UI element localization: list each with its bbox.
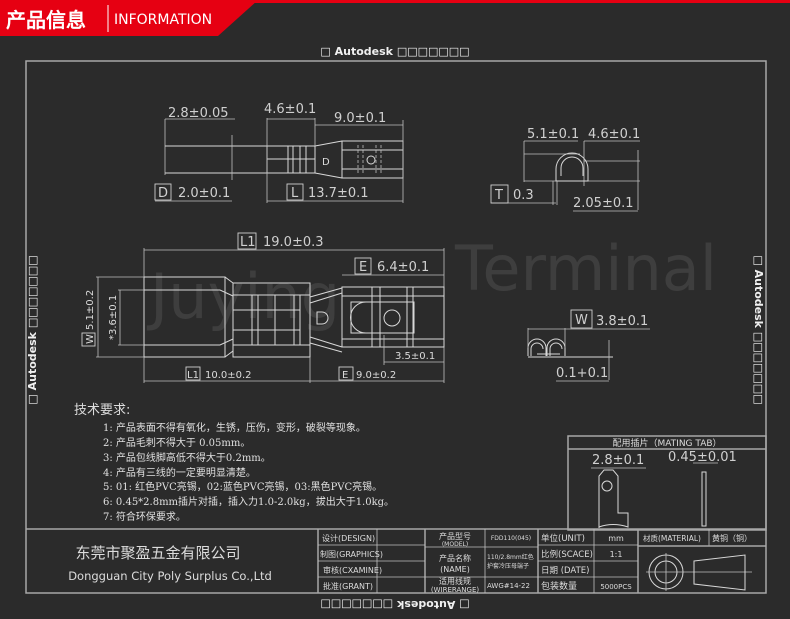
l1-label: L1	[240, 235, 256, 250]
mating-tab-title: 配用插片（MATING TAB）	[612, 437, 721, 449]
d-label-box	[154, 183, 172, 201]
header-banner	[0, 0, 258, 36]
wire-label: 适用线规	[439, 576, 471, 586]
date-label: 日期 (DATE)	[541, 566, 589, 576]
dim-l-value: 13.7±0.1	[308, 186, 369, 201]
top-view	[155, 118, 404, 203]
dim-end-width: 5.1±0.1	[527, 127, 579, 142]
dim-e-value: 6.4±0.1	[377, 260, 429, 275]
mating-tab-thickness: 0.45±0.01	[668, 450, 737, 465]
autodesk-stamp-left: □ Autodesk □□□□□□□	[26, 255, 39, 404]
dim-clearance: 0.1+0.1	[556, 366, 608, 381]
examine-label: 审核(CXAMINE)	[323, 565, 382, 575]
t-label: T	[494, 188, 503, 203]
requirement-item: 1: 产品表面不得有氧化，生锈，压伤，变形，破裂等现象。	[103, 421, 366, 434]
dim-gap: 2.05±0.1	[573, 196, 634, 211]
dim-thickness: 0.3	[513, 188, 534, 203]
side-view	[96, 248, 445, 383]
drawing-frame	[25, 60, 767, 594]
title-block	[26, 528, 766, 593]
requirements-list: 1: 产品表面不得有氧化，生锈，压伤，变形，破裂等现象。 2: 产品毛刺不得大于…	[103, 421, 394, 523]
watermark: Juying Terminal	[146, 232, 717, 333]
grant-label: 批准(GRANT)	[323, 581, 373, 591]
header-title-cn: 产品信息	[6, 8, 86, 32]
header-accent-line	[0, 0, 790, 3]
requirement-item: 5: 01: 红色PVC亮锡，02:蓝色PVC亮锡，03:黑色PVC亮锡。	[103, 480, 382, 493]
e2-label-box	[338, 366, 354, 381]
company-name-en: Dongguan City Poly Surplus Co.,Ltd	[68, 569, 272, 583]
w2-label: W	[575, 313, 588, 328]
t-label-box	[490, 184, 509, 204]
material-value: 黄铜（铜）	[712, 533, 752, 543]
wire-label-en: (WIRERANGE)	[431, 586, 479, 594]
scale-value: 1:1	[610, 550, 623, 559]
mark-d: D	[322, 157, 330, 168]
l1b-label: L1	[187, 370, 199, 381]
autodesk-stamp-bottom: □ Autodesk □□□□□□□	[320, 598, 469, 611]
model-label-en: (MODEL)	[442, 541, 468, 548]
l1-label-box	[237, 232, 257, 250]
material-label: 材质(MATERIAL)	[643, 533, 701, 543]
autodesk-stamp-top: □ Autodesk □□□□□□□	[320, 45, 469, 58]
name-value-line2: 护套冷压母端子	[487, 562, 529, 570]
mating-tab-panel	[567, 435, 767, 531]
requirement-item: 6: 0.45*2.8mm插片对插，插入力1.0-2.0kg，拔出大于1.0kg…	[103, 495, 394, 508]
requirement-item: 7: 符合环保要求。	[103, 510, 186, 523]
l-label: L	[291, 186, 299, 201]
pack-label: 包装数量	[541, 580, 577, 592]
l1b-label-box	[185, 366, 201, 381]
requirement-item: 2: 产品毛刺不得大于 0.05mm。	[103, 436, 250, 449]
name-label-en: (NAME)	[440, 565, 470, 574]
unit-value: mm	[608, 534, 624, 543]
dim-d-value: 2.0±0.1	[178, 186, 230, 201]
w-label: W	[85, 334, 96, 344]
end-view	[491, 140, 650, 382]
scale-label: 比例(SCACE)	[541, 549, 593, 560]
dim-insulation-width: 5.1±0.2	[85, 290, 96, 330]
e-label: E	[359, 260, 367, 275]
name-label: 产品名称	[439, 553, 471, 563]
w-label-box	[81, 332, 96, 347]
company-name-cn: 东莞市聚盈五金有限公司	[75, 544, 240, 562]
d-label: D	[158, 186, 168, 201]
header-title-en: INFORMATION	[114, 12, 212, 28]
pack-value: 5000PCS	[600, 583, 632, 591]
unit-label: 单位(UNIT)	[541, 533, 585, 544]
watermark-word: Juying	[146, 260, 340, 333]
dim-slot: 3.5±0.1	[395, 351, 435, 362]
dim-barrel-length: 4.6±0.1	[264, 102, 316, 117]
dim-end-height: 4.6±0.1	[588, 127, 640, 142]
graphics-label: 制图(GRAPHICS)	[320, 549, 383, 559]
name-value-line1: 110/2.8mm红色	[487, 553, 534, 561]
requirement-item: 3: 产品包线脚高低不得大于0.2mm。	[103, 451, 271, 464]
model-label: 产品型号	[439, 531, 471, 541]
model-value: FDD110(045)	[491, 535, 531, 542]
mating-tab-width: 2.8±0.1	[592, 453, 644, 468]
wire-value: AWG#14-22	[487, 582, 530, 590]
w2-label-box	[570, 309, 593, 329]
l-label-box	[286, 183, 304, 201]
dim-wire-width: 2.8±0.05	[168, 106, 229, 121]
dim-e2-value: 9.0±0.2	[356, 370, 396, 381]
autodesk-stamp-right: □ Autodesk □□□□□□□	[752, 255, 765, 404]
dim-inner-width: *3.6±0.1	[108, 295, 119, 340]
e-label-box	[354, 257, 372, 275]
requirements-title: 技术要求:	[74, 403, 130, 418]
dim-receptacle-length: 9.0±0.1	[334, 111, 386, 126]
design-label: 设计(DESIGN)	[322, 533, 375, 543]
e2-label: E	[342, 370, 348, 381]
requirement-item: 4: 产品有三线的一定要明显清楚。	[103, 466, 256, 479]
dim-contact-width: 3.8±0.1	[596, 314, 648, 329]
dim-insulation-length: 10.0±0.2	[205, 370, 252, 381]
dim-total-length: 19.0±0.3	[263, 235, 324, 250]
watermark-word: Terminal	[454, 232, 717, 305]
